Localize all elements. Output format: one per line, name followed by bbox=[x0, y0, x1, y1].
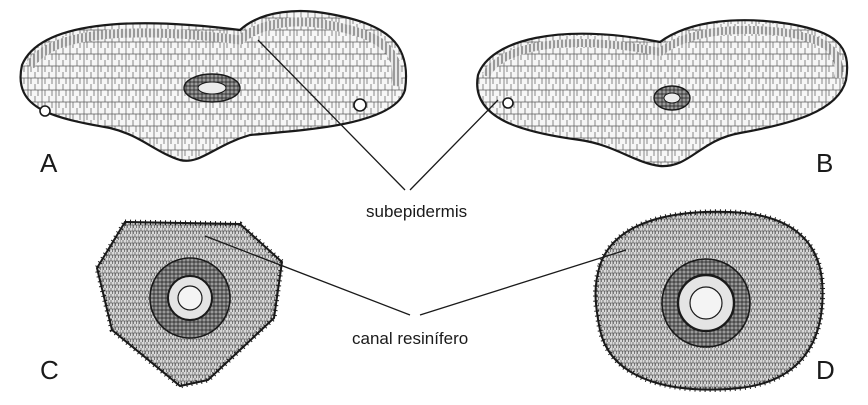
subepidermis-label: subepidermis bbox=[366, 203, 467, 220]
canal-leader-d bbox=[420, 250, 626, 315]
panel-d-section bbox=[596, 212, 823, 390]
panel-a-section bbox=[21, 11, 407, 161]
panel-b-resin-canal bbox=[503, 98, 513, 108]
subepidermis-leader-b bbox=[410, 100, 498, 190]
panel-a-resin-canal-right bbox=[354, 99, 366, 111]
panel-label-c: C bbox=[40, 357, 59, 383]
panel-a-xylem bbox=[198, 82, 226, 94]
panel-d-pith bbox=[690, 287, 722, 319]
panel-b-section bbox=[477, 20, 847, 166]
panel-b-xylem bbox=[664, 93, 680, 103]
panel-a-resin-canal-left bbox=[40, 106, 50, 116]
panel-c-section bbox=[97, 222, 282, 386]
panel-label-a: A bbox=[40, 150, 57, 176]
panel-c-pith bbox=[178, 286, 202, 310]
panel-label-d: D bbox=[816, 357, 835, 383]
panel-label-b: B bbox=[816, 150, 833, 176]
resin-canal-label: canal resinífero bbox=[352, 330, 468, 347]
